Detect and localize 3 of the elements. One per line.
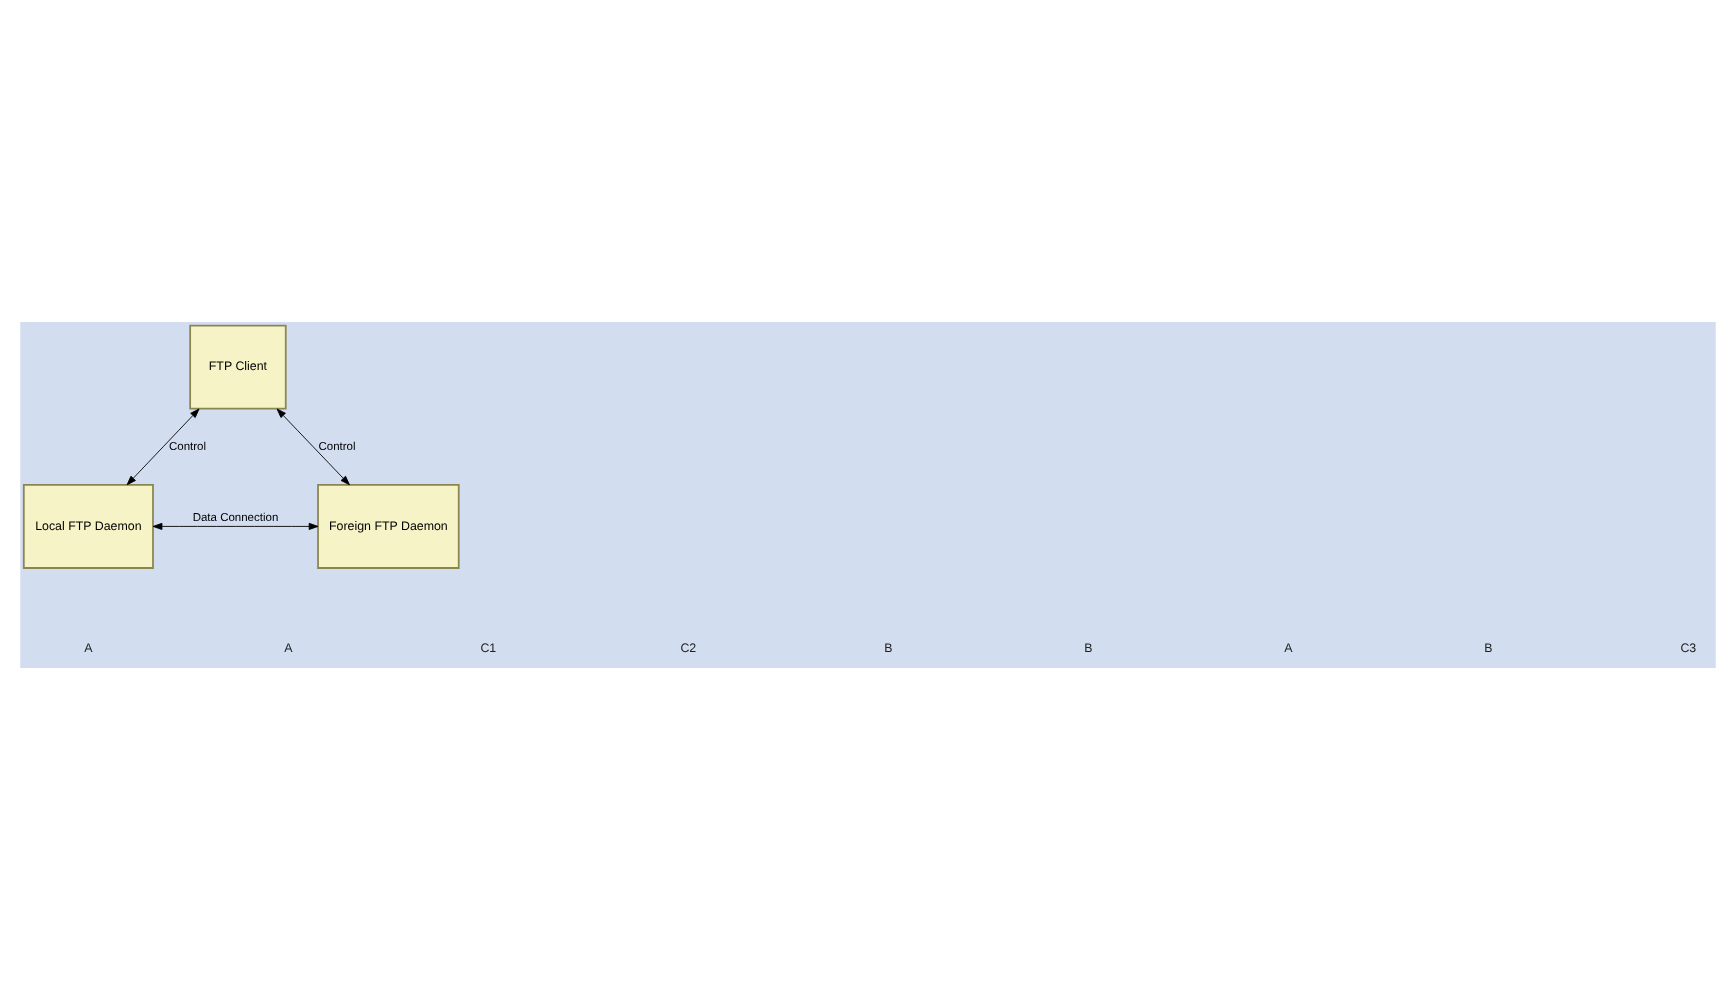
- arrow: [276, 408, 350, 486]
- arrow: [152, 522, 319, 530]
- arrow: [126, 408, 200, 486]
